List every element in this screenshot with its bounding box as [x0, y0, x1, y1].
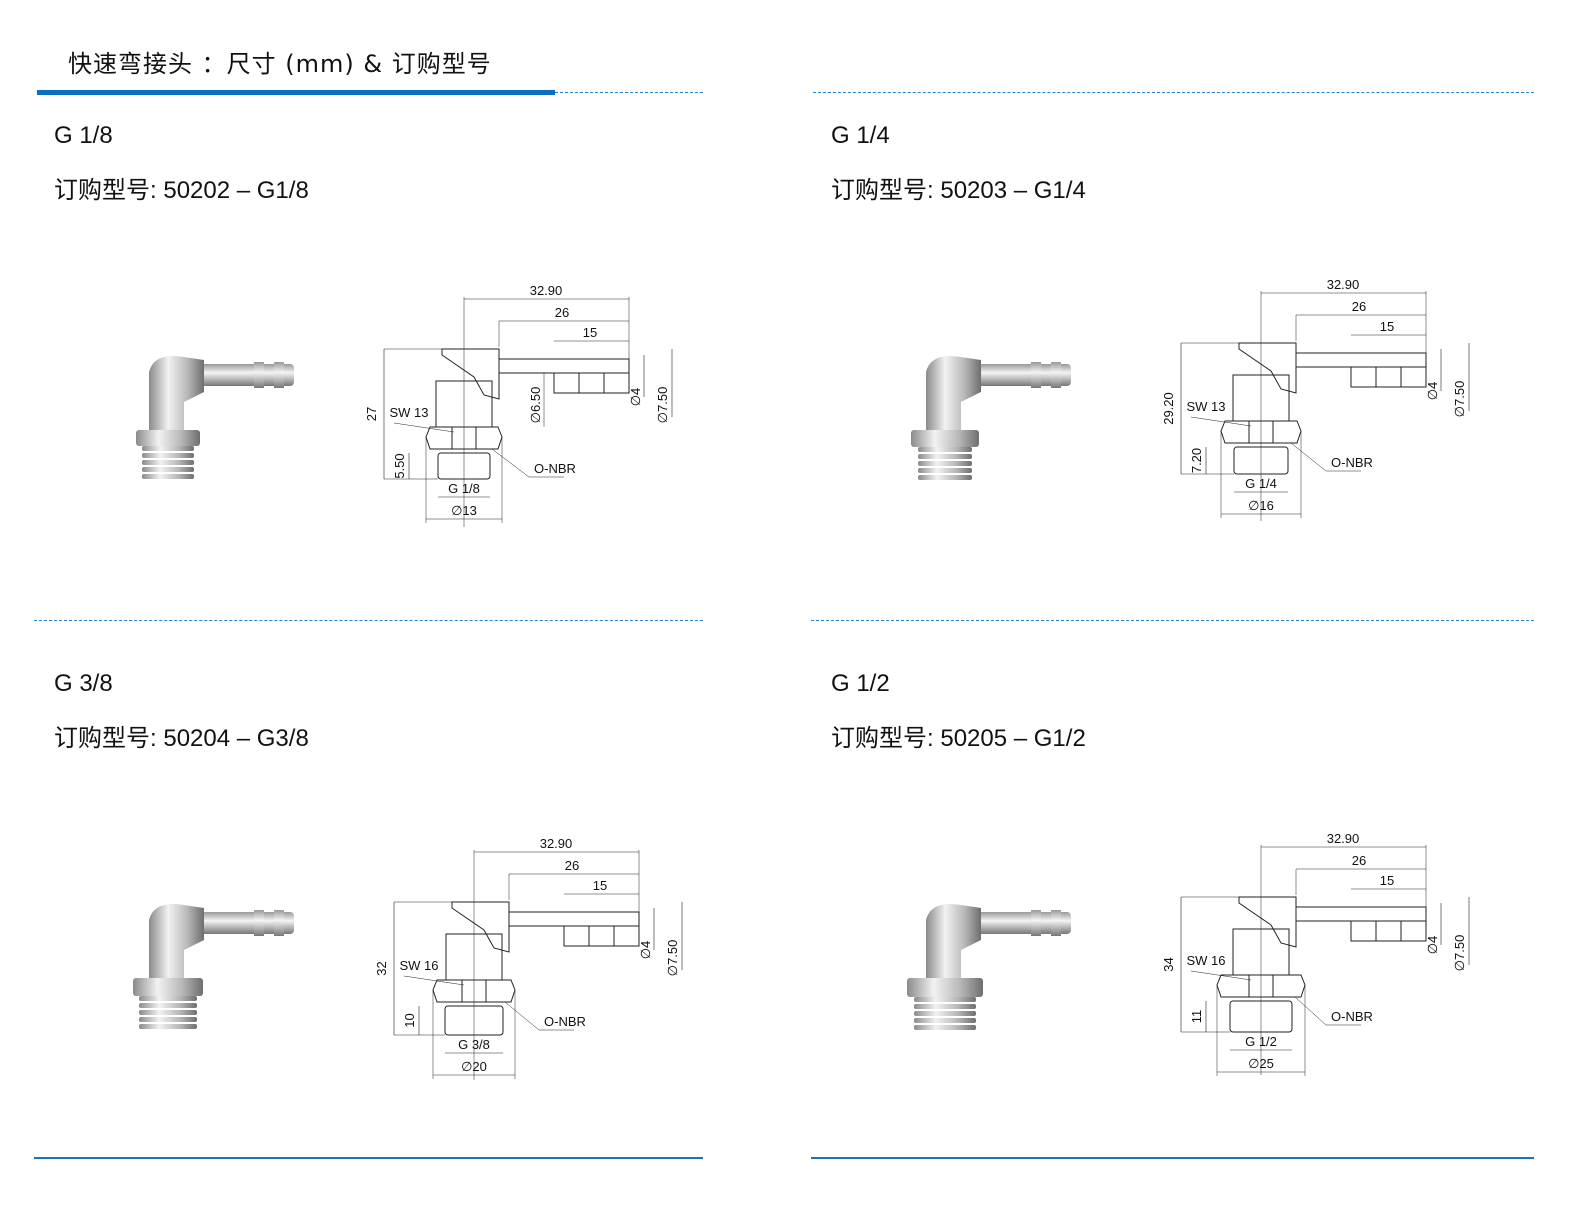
dimension-drawing: 32.90 26 15 34 11 SW 16 G 1/2 ∅25 O-NBR ∅4 ∅7.50 — [1161, 831, 1470, 1076]
order-label: 订购型号: — [831, 177, 941, 204]
dim-label: G 1/4 — [1245, 476, 1277, 491]
dim-label: 10 — [402, 1013, 417, 1027]
dim-label: ∅7.50 — [1452, 381, 1467, 418]
dim-label: SW 16 — [399, 958, 438, 973]
dim-label: ∅13 — [451, 503, 477, 518]
dim-label: 32.90 — [1327, 277, 1360, 292]
product-panel: G 1/2 订购型号: 50205 – G1/2 32.90 26 15 34 11 SW… — [811, 640, 1531, 1170]
dim-label: 27 — [364, 407, 379, 421]
dimension-drawing: 32.90 26 15 29.20 7.20 SW 13 G 1/4 ∅16 O-NBR ∅4 ∅7… — [1161, 277, 1470, 521]
divider — [811, 620, 1534, 621]
divider — [813, 92, 1534, 93]
seal-label: O-NBR — [1331, 1009, 1373, 1024]
dim-label: G 1/2 — [1245, 1034, 1277, 1049]
order-number: 订购型号: 50203 – G1/4 — [831, 170, 1086, 205]
product-title: G 1/8 — [54, 122, 113, 149]
order-label: 订购型号: — [831, 725, 941, 752]
dim-label: 26 — [565, 858, 579, 873]
product-panel: G 3/8 订购型号: 50204 – G3/8 32.90 26 15 32 10 SW… — [34, 640, 754, 1170]
dim-label: 26 — [555, 305, 569, 320]
dim-label: 32.90 — [540, 836, 573, 851]
order-number: 订购型号: 50202 – G1/8 — [54, 170, 309, 205]
order-code: 50202 – G1/8 — [163, 177, 309, 204]
divider — [34, 1157, 703, 1159]
dimension-drawing: 32.90 26 15 27 5.50 SW 13 G 1/8 ∅13 O-NBR ∅4 ∅7.50… — [364, 283, 673, 527]
order-number: 订购型号: 50204 – G3/8 — [54, 718, 309, 753]
dim-label: ∅16 — [1248, 498, 1274, 513]
seal-label: O-NBR — [544, 1014, 586, 1029]
dim-label: 29.20 — [1161, 392, 1176, 425]
product-panel: G 1/8 订购型号: 50202 – G1/8 32.90 26 15 27 5.50… — [34, 92, 754, 622]
seal-label: O-NBR — [534, 461, 576, 476]
product-photo — [911, 356, 1071, 480]
dim-label: G 1/8 — [448, 481, 480, 496]
order-code: 50204 – G3/8 — [163, 725, 309, 752]
dim-label: 5.50 — [392, 453, 407, 478]
dim-label: ∅7.50 — [655, 387, 670, 424]
product-title: G 3/8 — [54, 670, 113, 697]
dim-label: 15 — [583, 325, 597, 340]
dim-label: ∅6.50 — [528, 387, 543, 424]
dim-label: ∅4 — [1425, 936, 1440, 955]
dim-label: 32.90 — [530, 283, 563, 298]
order-label: 订购型号: — [54, 177, 164, 204]
dim-label: ∅4 — [1425, 382, 1440, 401]
dim-label: ∅4 — [628, 388, 643, 407]
dimension-drawing: 32.90 26 15 32 10 SW 16 G 3/8 ∅20 O-NBR ∅4 ∅7.50 — [374, 836, 683, 1080]
dim-label: ∅20 — [461, 1059, 487, 1074]
dim-label: ∅25 — [1248, 1056, 1274, 1071]
product-title: G 1/4 — [831, 122, 890, 149]
dim-label: SW 13 — [389, 405, 428, 420]
dim-label: 15 — [1380, 319, 1394, 334]
dim-label: 7.20 — [1189, 448, 1204, 473]
dim-label: 15 — [593, 878, 607, 893]
dim-label: ∅4 — [638, 941, 653, 960]
dim-label: SW 16 — [1186, 953, 1225, 968]
product-photo — [133, 904, 294, 1029]
dim-label: 32 — [374, 961, 389, 975]
dim-label: 32.90 — [1327, 831, 1360, 846]
order-number: 订购型号: 50205 – G1/2 — [831, 718, 1086, 753]
page-title: 快速弯接头 ：尺寸 (mm) & 订购型号 — [68, 50, 492, 78]
divider — [34, 620, 703, 621]
order-code: 50203 – G1/4 — [940, 177, 1086, 204]
dim-label: 34 — [1161, 957, 1176, 971]
dim-label: G 3/8 — [458, 1037, 490, 1052]
product-photo — [136, 356, 294, 479]
seal-label: O-NBR — [1331, 455, 1373, 470]
dim-label: SW 13 — [1186, 399, 1225, 414]
product-panel: G 1/4 订购型号: 50203 – G1/4 32.90 26 15 29.20 7… — [811, 92, 1531, 622]
order-label: 订购型号: — [54, 725, 164, 752]
product-photo — [907, 904, 1071, 1030]
divider — [555, 92, 703, 93]
dim-label: ∅7.50 — [1452, 935, 1467, 972]
dim-label: 26 — [1352, 853, 1366, 868]
dim-label: 15 — [1380, 873, 1394, 888]
dim-label: ∅7.50 — [665, 940, 680, 977]
divider — [811, 1157, 1534, 1159]
dim-label: 26 — [1352, 299, 1366, 314]
product-title: G 1/2 — [831, 670, 890, 697]
title-underline — [37, 90, 555, 95]
dim-label: 11 — [1189, 1010, 1204, 1024]
order-code: 50205 – G1/2 — [940, 725, 1086, 752]
